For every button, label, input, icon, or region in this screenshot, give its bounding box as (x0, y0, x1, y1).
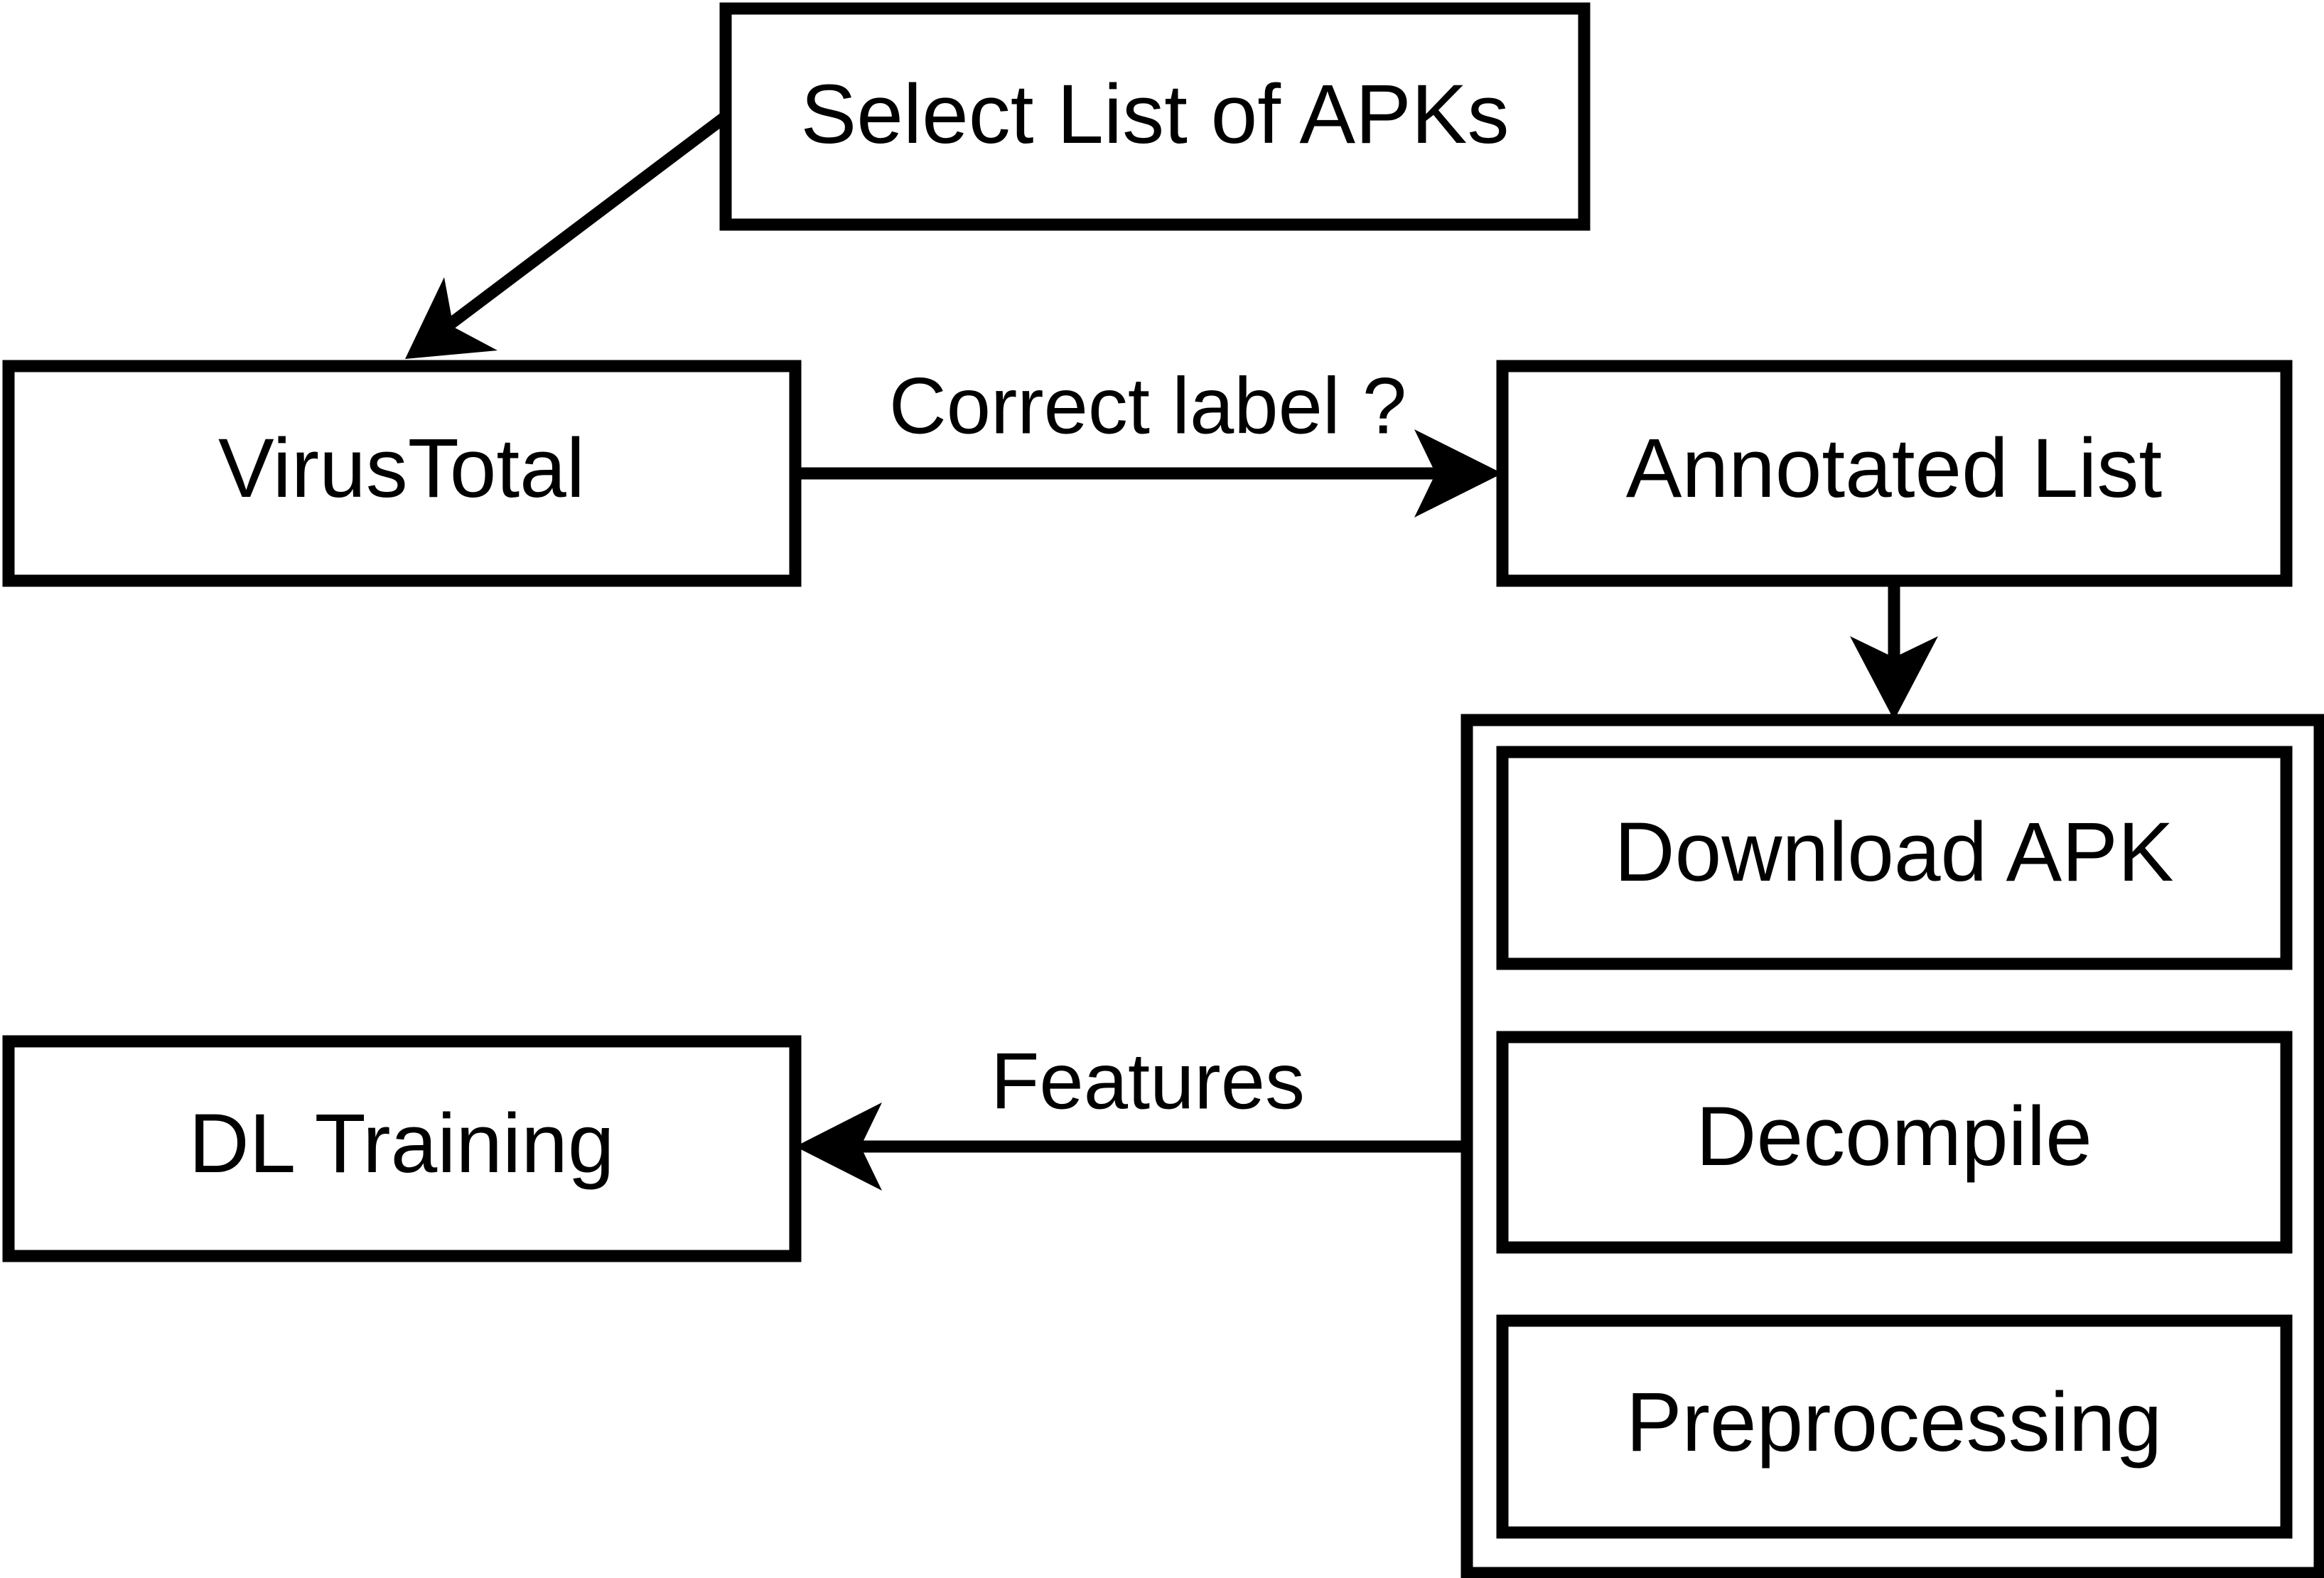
node-download-apk: Download APK (1496, 746, 2293, 970)
node-decompile: Decompile (1496, 1031, 2293, 1254)
node-virustotal-label: VirusTotal (218, 422, 585, 515)
node-select-list-label: Select List of APKs (801, 68, 1510, 161)
node-preprocessing-label: Preprocessing (1626, 1375, 2162, 1469)
node-dl-training: DL Training (2, 1035, 802, 1262)
node-dl-training-label: DL Training (188, 1097, 614, 1191)
edge-correct-label-text: Correct label ? (889, 362, 1406, 451)
arrowhead-virustotal-to-annotated (1414, 429, 1502, 517)
arrowhead-annotated-to-processing (1850, 636, 1938, 720)
edge-select-to-virustotal (405, 112, 730, 359)
edge-features-text: Features (991, 1037, 1305, 1126)
node-download-apk-label: Download APK (1614, 805, 2173, 899)
node-preprocessing: Preprocessing (1496, 1314, 2293, 1539)
node-virustotal: VirusTotal (2, 360, 802, 587)
node-select-list: Select List of APKs (719, 2, 1591, 231)
node-decompile-label: Decompile (1696, 1090, 2092, 1184)
edge-annotated-to-processing (1850, 581, 1938, 720)
node-annotated-list-label: Annotated List (1626, 422, 2162, 515)
arrowhead-processing-to-dl (795, 1102, 882, 1191)
arrowhead-select-to-virustotal (405, 277, 497, 359)
edge-virustotal-to-annotated: Correct label ? (795, 362, 1502, 517)
edge-processing-to-dl: Features (795, 1037, 1467, 1191)
node-annotated-list: Annotated List (1496, 360, 2293, 587)
